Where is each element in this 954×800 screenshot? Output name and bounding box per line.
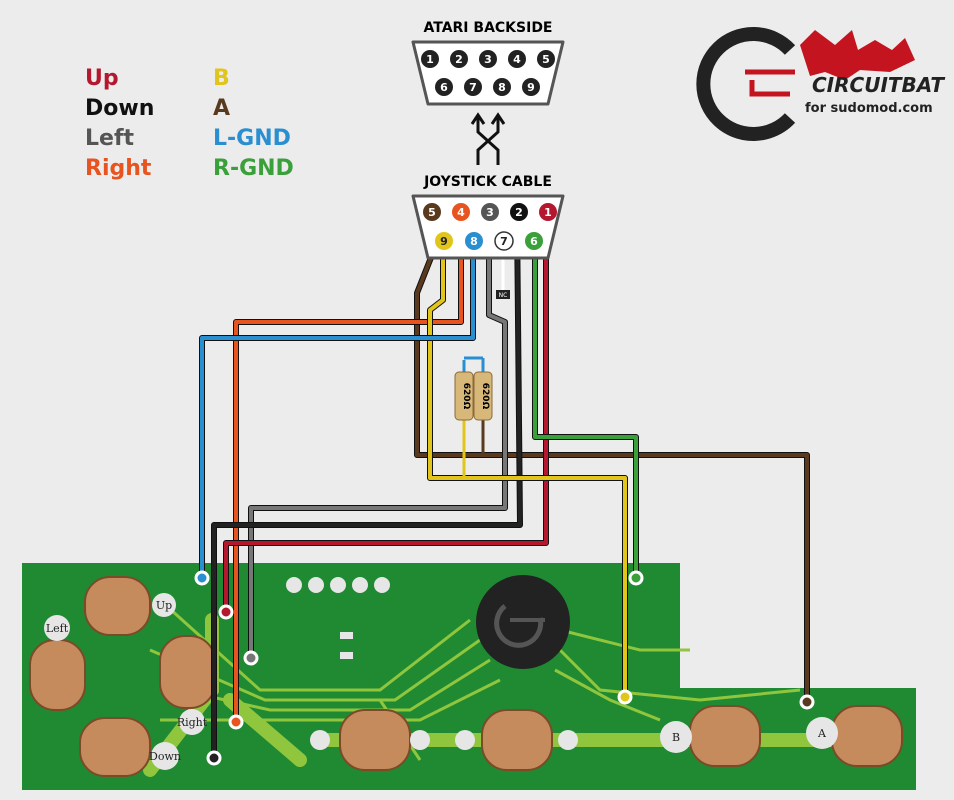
pcb-label-up: Up xyxy=(156,599,172,612)
pcb-label-right: Right xyxy=(177,716,208,729)
legend-item-b: B xyxy=(213,66,230,91)
pcb-label-down: Down xyxy=(149,750,181,763)
joystick-pin-3 xyxy=(481,203,499,221)
joystick-pin-2 xyxy=(510,203,528,221)
atari-pin-1 xyxy=(421,50,439,68)
atari-backside-connector: ATARI BACKSIDE 1 2 3 4 5 6 7 8 9 xyxy=(411,20,565,106)
joystick-pin-8 xyxy=(465,232,483,250)
legend-item-right: Right xyxy=(85,156,152,181)
logo-tagline: for sudomod.com xyxy=(805,101,933,116)
atari-title: ATARI BACKSIDE xyxy=(423,20,552,36)
legend-item-up: Up xyxy=(85,66,119,91)
bat-icon xyxy=(800,30,915,80)
legend-item-l-gnd: L-GND xyxy=(213,126,291,151)
atari-pin-6-label: 6 xyxy=(440,81,448,94)
joystick-pin-2-label: 2 xyxy=(515,206,523,219)
atari-pin-5 xyxy=(537,50,555,68)
joystick-pin-5 xyxy=(423,203,441,221)
atari-pin-2 xyxy=(450,50,468,68)
svg-text:620Ω: 620Ω xyxy=(461,383,471,410)
legend-item-left: Left xyxy=(85,126,135,151)
atari-pin-4-label: 4 xyxy=(513,53,521,66)
atari-pin-8-label: 8 xyxy=(498,81,506,94)
atari-pin-3-label: 3 xyxy=(484,53,492,66)
wire-blue-lgnd xyxy=(199,242,485,578)
atari-pin-9-label: 9 xyxy=(527,81,535,94)
joystick-pin-1 xyxy=(539,203,557,221)
joystick-pin-1-label: 1 xyxy=(544,206,552,219)
wire-red-up xyxy=(223,216,549,610)
joystick-pin-7 xyxy=(494,231,514,251)
circuitbat-logo: CIRCUITBAT for sudomod.com xyxy=(696,27,945,141)
resistor-right: 620Ω xyxy=(473,371,493,421)
atari-pin-4 xyxy=(508,50,526,68)
wire-gray-left xyxy=(248,216,508,658)
joystick-cable-connector: JOYSTICK CABLE 5 4 3 2 1 9 8 7 6 NC xyxy=(411,174,565,299)
logo-brand: CIRCUITBAT xyxy=(812,73,945,97)
atari-pin-1-label: 1 xyxy=(426,53,434,66)
joystick-title: JOYSTICK CABLE xyxy=(423,174,552,190)
atari-pin-7 xyxy=(464,78,482,96)
joystick-pin-6-label: 6 xyxy=(530,235,538,248)
joystick-pin-4-label: 4 xyxy=(457,206,465,219)
controller-pcb: Up Left Right Down B A xyxy=(22,563,916,790)
pcb-label-b: B xyxy=(672,731,680,744)
wire-green-rgnd xyxy=(532,242,639,578)
joystick-pin-4 xyxy=(452,203,470,221)
atari-pin-8 xyxy=(493,78,511,96)
joystick-pin-5-label: 5 xyxy=(428,206,436,219)
joystick-pin-6 xyxy=(525,232,543,250)
joystick-pin-9 xyxy=(435,232,453,250)
legend-item-down: Down xyxy=(85,96,155,121)
atari-pin-6 xyxy=(435,78,453,96)
atari-pin-5-label: 5 xyxy=(542,53,550,66)
atari-pin-2-label: 2 xyxy=(455,53,463,66)
joystick-pin-7-label: 7 xyxy=(500,235,508,248)
resistor-left: 620Ω xyxy=(454,371,474,421)
legend-item-r-gnd: R-GND xyxy=(213,156,294,181)
legend-item-a: A xyxy=(213,96,231,121)
joystick-pin-8-label: 8 xyxy=(470,235,478,248)
svg-text:620Ω: 620Ω xyxy=(480,383,490,410)
atari-pin-7-label: 7 xyxy=(469,81,477,94)
pcb-label-a: A xyxy=(817,727,827,740)
nc-label: NC xyxy=(499,292,508,299)
atari-pin-9 xyxy=(522,78,540,96)
atari-pin-3 xyxy=(479,50,497,68)
wire-black-down xyxy=(211,215,523,758)
wire-yellow-b xyxy=(427,242,628,697)
joystick-pin-3-label: 3 xyxy=(486,206,494,219)
crossover-arrows-icon xyxy=(470,112,506,165)
joystick-pin-9-label: 9 xyxy=(440,235,448,248)
pcb-label-left: Left xyxy=(46,622,69,635)
